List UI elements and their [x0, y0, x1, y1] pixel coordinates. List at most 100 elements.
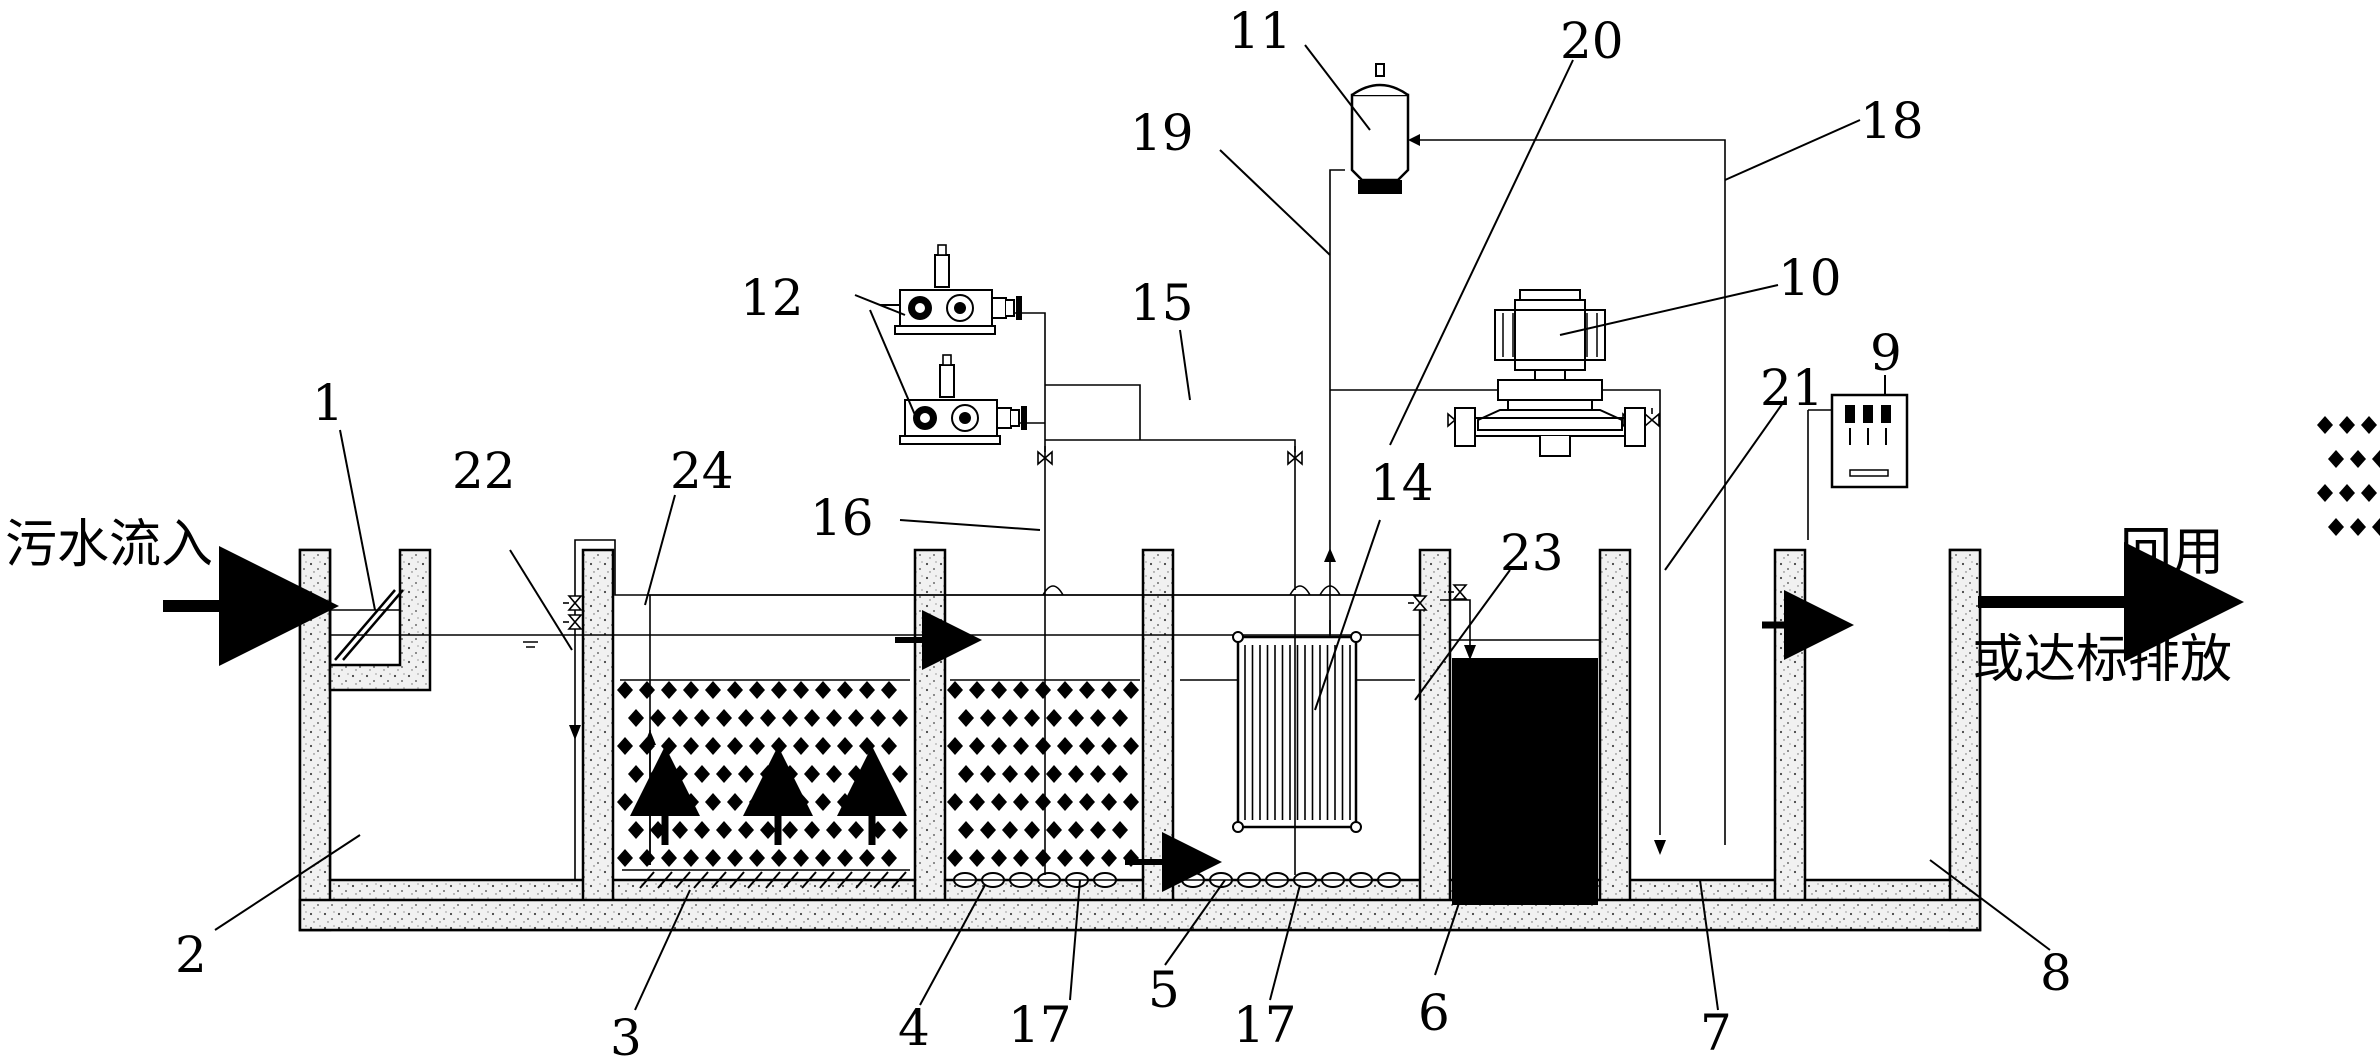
media-bead	[969, 737, 985, 755]
media-bead	[617, 849, 633, 867]
media-bead	[716, 709, 732, 727]
media-bead	[1079, 681, 1095, 699]
media-bead	[727, 849, 743, 867]
media-bead	[1079, 737, 1095, 755]
media-bead	[1024, 709, 1040, 727]
media-bead	[672, 765, 688, 783]
media-bead	[650, 709, 666, 727]
media-bead	[617, 737, 633, 755]
outflow-label-2: 或达标排放	[1972, 630, 2232, 690]
media-bead	[1057, 849, 1073, 867]
media-bead	[837, 737, 853, 755]
media-bead	[1013, 737, 1029, 755]
media-bead	[2328, 518, 2344, 536]
diffuser-slash	[891, 871, 907, 889]
media-bead	[1057, 681, 1073, 699]
media-bead	[1068, 821, 1084, 839]
media-bead	[628, 821, 644, 839]
bio-media-tank-4	[947, 681, 1139, 867]
wall-3-4	[913, 548, 947, 922]
media-bead	[826, 709, 842, 727]
callout-8: 8	[2040, 944, 2072, 1002]
media-bead	[727, 681, 743, 699]
media-bead	[672, 709, 688, 727]
media-bead	[2317, 416, 2333, 434]
media-bead	[1002, 821, 1018, 839]
media-bead	[661, 681, 677, 699]
aerator	[1065, 872, 1089, 888]
media-bead	[1057, 793, 1073, 811]
wall-6-7	[1598, 548, 1632, 922]
media-bead	[661, 849, 677, 867]
media-bead	[980, 765, 996, 783]
media-bead	[958, 709, 974, 727]
diffuser-slash	[837, 871, 853, 889]
media-bead	[2372, 450, 2380, 468]
media-bead	[694, 821, 710, 839]
media-bead	[892, 821, 908, 839]
media-bead	[2339, 416, 2355, 434]
valve	[1287, 446, 1303, 466]
media-bead	[1112, 821, 1128, 839]
media-bead	[980, 709, 996, 727]
media-bead	[815, 681, 831, 699]
media-bead	[2350, 518, 2366, 536]
media-bead	[815, 793, 831, 811]
media-bead	[683, 849, 699, 867]
media-bead	[782, 765, 798, 783]
media-bead	[826, 765, 842, 783]
media-bead	[1090, 821, 1106, 839]
media-bead	[804, 765, 820, 783]
media-bead	[749, 681, 765, 699]
callout-2: 2	[175, 926, 207, 984]
aerator	[1181, 872, 1205, 888]
aerator	[1321, 872, 1345, 888]
bio-media-tank-3	[617, 681, 908, 867]
media-bead	[705, 681, 721, 699]
media-bead	[958, 821, 974, 839]
callout-5: 5	[1148, 961, 1180, 1019]
media-bead	[947, 793, 963, 811]
pressure-tank	[1350, 63, 1410, 194]
flow-arrows	[163, 542, 2244, 892]
diffuser-slash	[765, 871, 781, 889]
media-bead	[881, 737, 897, 755]
media-bead	[1090, 709, 1106, 727]
membrane-module	[1232, 631, 1362, 833]
diffuser-slash	[855, 871, 871, 889]
tank-floor	[298, 898, 1982, 932]
media-bead	[1046, 821, 1062, 839]
media-bead	[628, 709, 644, 727]
media-bead	[749, 849, 765, 867]
media-bead	[1046, 765, 1062, 783]
callout-24: 24	[670, 442, 734, 500]
tank-structure	[298, 548, 1982, 932]
tank-base-and-walls	[298, 548, 1982, 932]
media-bead	[782, 709, 798, 727]
callout-18: 18	[1860, 92, 1924, 150]
media-bead	[892, 765, 908, 783]
callout-4: 4	[898, 999, 930, 1057]
media-bead	[991, 793, 1007, 811]
callout-14: 14	[1370, 454, 1434, 512]
media-bead	[881, 681, 897, 699]
media-bead	[749, 793, 765, 811]
media-bead	[837, 849, 853, 867]
media-bead	[1002, 765, 1018, 783]
wall-right	[1948, 548, 1982, 932]
valve	[1037, 446, 1053, 466]
aerator	[1009, 872, 1033, 888]
media-bead	[1068, 765, 1084, 783]
media-bead	[1079, 793, 1095, 811]
media-bead	[837, 681, 853, 699]
media-bead	[2361, 416, 2377, 434]
media-bead	[1035, 737, 1051, 755]
media-bead	[1079, 849, 1095, 867]
media-bead	[859, 737, 875, 755]
media-bead	[947, 681, 963, 699]
callout-16: 16	[810, 489, 874, 547]
media-bead	[782, 821, 798, 839]
media-bead	[793, 681, 809, 699]
media-bead	[1046, 709, 1062, 727]
aerator	[1093, 872, 1117, 888]
